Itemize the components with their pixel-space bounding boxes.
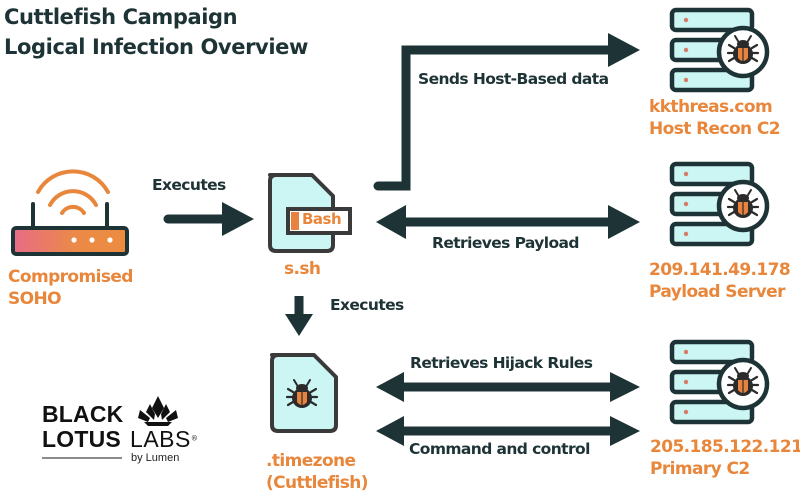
malware-label-line2: (Cuttlefish) [266,473,369,493]
edge-label-sends-host-data: Sends Host-Based data [418,70,609,88]
router-label-line1: Compromised [8,267,133,287]
arrow-retrieves-payload [376,205,640,239]
edge-label-router-to-script: Executes [152,176,226,194]
recon-server-line1: kkthreas.com [649,97,773,117]
payload-server-icon [672,164,767,244]
router-label-line2: SOHO [8,289,62,309]
payload-server-line1: 209.141.49.178 [649,260,791,280]
logo-word-black: BLACK [42,401,124,427]
lotus-logo-icon [138,396,178,426]
logo-word-labs: LABS [130,426,191,452]
arrow-executes-right [163,202,254,236]
recon-server-icon [672,10,767,90]
primary-server-icon [672,342,767,422]
logo-word-lotus: LOTUS [42,426,121,452]
router-icon [11,169,129,256]
bug-file-icon [270,353,338,433]
payload-server-label: 209.141.49.178 Payload Server [649,259,791,303]
script-label: s.sh [284,259,321,279]
malware-label-line1: .timezone [266,451,356,471]
logo-byline: by Lumen [131,452,180,464]
edge-label-retrieves-hijack-rules: Retrieves Hijack Rules [410,354,593,372]
bash-badge: Bash [302,210,342,228]
edge-label-command-and-control: Command and control [409,440,590,458]
arrow-executes-down [285,296,313,336]
logo-registered: ® [190,434,198,443]
page-title: Cuttlefish Campaign Logical Infection Ov… [4,2,308,62]
arrow-command-and-control [376,416,640,446]
primary-server-label: 205.185.122.121 Primary C2 [650,436,800,480]
recon-server-line2: Host Recon C2 [649,119,781,139]
black-lotus-labs-logo: BLACK LOTUS LABS® [42,402,198,453]
router-label: Compromised SOHO [8,266,133,310]
bash-file-icon [268,173,352,253]
payload-server-line2: Payload Server [649,282,785,302]
malware-label: .timezone (Cuttlefish) [266,450,369,494]
title-line-1: Cuttlefish Campaign [4,5,238,29]
primary-server-line2: Primary C2 [650,459,750,479]
recon-server-label: kkthreas.com Host Recon C2 [649,96,781,140]
edge-label-script-to-malware: Executes [330,296,404,314]
edge-label-retrieves-payload: Retrieves Payload [432,234,580,252]
arrow-retrieves-hijack-rules [376,372,640,402]
primary-server-line1: 205.185.122.121 [650,437,800,457]
title-line-2: Logical Infection Overview [4,35,308,59]
arrow-sends-host-data [373,33,640,191]
